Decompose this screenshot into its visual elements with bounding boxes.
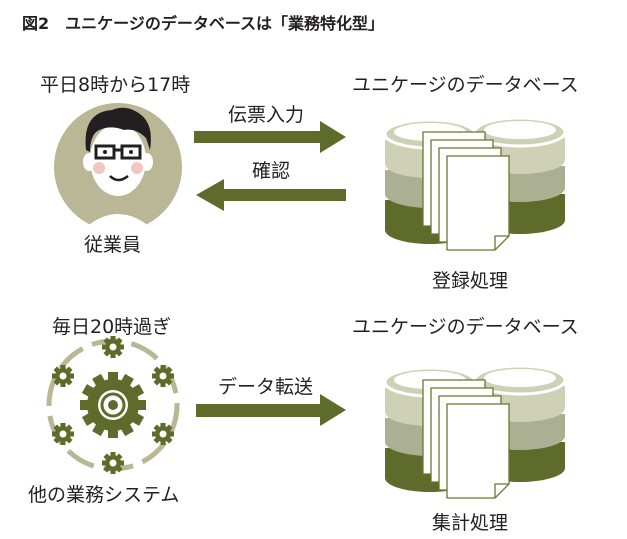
database-icon-top bbox=[385, 118, 565, 250]
figure-title: 図2 ユニケージのデータベースは「業務特化型」 bbox=[22, 14, 385, 33]
transfer-label: データ転送 bbox=[218, 376, 314, 398]
arrow-right-icon-bottom bbox=[196, 394, 346, 426]
database-icon-bottom bbox=[385, 366, 565, 498]
arrow-left-icon bbox=[196, 179, 346, 211]
actor-time-label: 平日8時から17時 bbox=[40, 74, 191, 96]
source-label: 他の業務システム bbox=[28, 484, 180, 506]
db-title-top: ユニケージのデータベース bbox=[352, 74, 579, 96]
source-time-label: 毎日20時過ぎ bbox=[52, 316, 172, 338]
arrow-out-label: 確認 bbox=[252, 160, 291, 182]
arrow-in-label: 伝票入力 bbox=[228, 104, 305, 126]
gears-icon bbox=[46, 336, 180, 474]
person-avatar-icon bbox=[54, 103, 182, 232]
db-caption-top: 登録処理 bbox=[432, 270, 509, 292]
db-title-bottom: ユニケージのデータベース bbox=[352, 316, 579, 338]
actor-label: 従業員 bbox=[84, 234, 142, 256]
db-caption-bottom: 集計処理 bbox=[432, 512, 509, 534]
arrow-right-icon bbox=[194, 121, 346, 153]
